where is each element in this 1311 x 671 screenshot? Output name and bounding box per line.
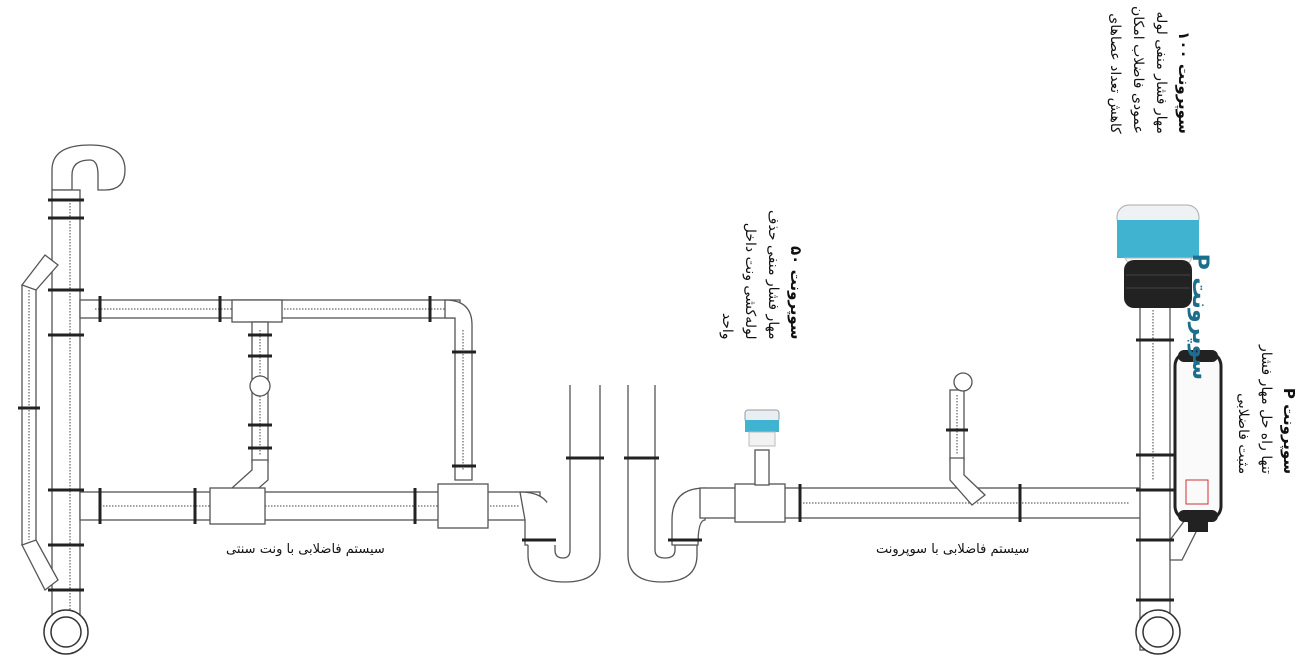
traps <box>519 385 706 583</box>
supervent-system: سوپرونت P <box>699 204 1223 655</box>
traditional-system-label: سیستم فاضلابی با ونت سنتی <box>226 542 385 557</box>
supervent-p-device: سوپرونت P <box>1173 254 1223 532</box>
supervent-p-logo: سوپرونت P <box>1187 254 1212 380</box>
caption-title: سوپرونت ۵۰ <box>787 246 805 340</box>
supervent-50-caption: سوپرونت ۵۰ مهار فشار منفی حذف لوله‌کشی و… <box>719 210 805 340</box>
vent-gooseneck <box>51 144 126 191</box>
supervent-100-device <box>1116 204 1200 308</box>
supervent-p-caption: سوپرونت P تنها راه حل مهار فشار مثبت فاض… <box>1235 345 1298 475</box>
vent-check-ball <box>249 375 271 397</box>
main-stack <box>51 189 81 641</box>
caption-title: سوپرونت ۱۰۰ <box>1175 31 1193 134</box>
supervent-system-label: سیستم فاضلابی با سوپرونت <box>876 542 1030 557</box>
caption-title: سوپرونت P <box>1280 387 1298 475</box>
supervent-50-device <box>744 409 780 447</box>
supervent-100-caption: سوپرونت ۱۰۰ مهار فشار منفی لوله عمودی فا… <box>1107 6 1193 134</box>
traditional-vent-system <box>18 144 541 655</box>
